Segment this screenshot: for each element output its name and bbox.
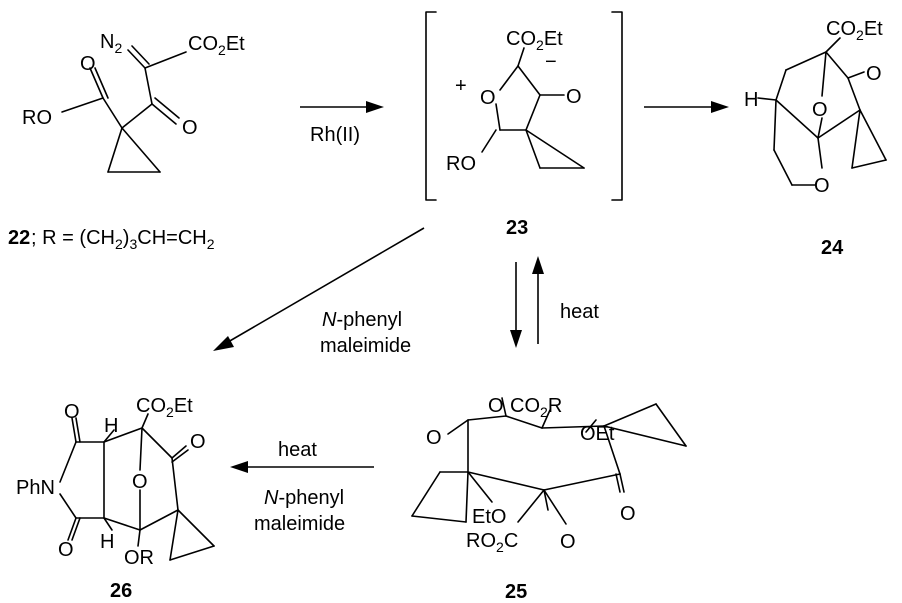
compound-22-o-label: O — [182, 117, 198, 139]
reagent-maleimide-upper: maleimide — [320, 335, 411, 357]
compound-23-ro-label: RO — [446, 153, 476, 175]
compound-24-bridge-o-label: O — [812, 99, 828, 121]
compound-26-phn-label: PhN — [16, 477, 55, 499]
compound-23-charge-plus: + — [455, 75, 467, 97]
reagent-n-phenyl-upper: N-phenyl — [322, 309, 402, 331]
equilibrium-arrows-23-25 — [510, 256, 544, 348]
compound-22-label: 22 — [8, 227, 30, 249]
reagent-heat-equilibrium: heat — [560, 301, 599, 323]
compound-24-co2et-label: CO2Et — [826, 18, 883, 43]
compound-26-imide-o-bottom-label: O — [58, 539, 74, 561]
compound-23-brackets — [425, 11, 623, 201]
reagent-n-phenyl-lower: N-phenyl — [264, 487, 344, 509]
compound-24-structure — [757, 37, 887, 186]
compound-25-co2r-label: CO2R — [510, 395, 562, 420]
compound-24-h-label: H — [744, 89, 758, 111]
reagent-heat-lower: heat — [278, 439, 317, 461]
compound-22-caption: ; R = (CH2)3CH=CH2 — [31, 227, 215, 252]
compound-22-ester-ro-label: RO — [22, 107, 52, 129]
arrow-22-to-23 — [300, 101, 384, 113]
compound-22-structure — [61, 45, 187, 173]
compound-23-ketone-o-label: O — [566, 86, 582, 108]
compound-26-structure — [59, 413, 215, 561]
compound-25-structure — [411, 397, 687, 525]
compound-26-ketone-o-label: O — [190, 431, 206, 453]
compound-25-ketone-o-right-label: O — [620, 503, 636, 525]
compound-25-bridge-o-bottom-label: O — [560, 531, 576, 553]
compound-26-h-top-label: H — [104, 415, 118, 437]
compound-26-co2et-label: CO2Et — [136, 395, 193, 420]
compound-25-ro2c-label: RO2C — [466, 530, 518, 555]
compound-25-eto-label: EtO — [472, 506, 506, 528]
compound-26-or-label: OR — [124, 547, 154, 569]
arrow-23-to-24 — [644, 101, 729, 113]
compound-25-bridge-o-top-label: O — [488, 395, 504, 417]
reagent-maleimide-lower: maleimide — [254, 513, 345, 535]
compound-26-label: 26 — [110, 580, 132, 602]
compound-24-ketone-o-label: O — [866, 63, 882, 85]
compound-26-h-bottom-label: H — [100, 531, 114, 553]
compound-24-ring-o-label: O — [814, 175, 830, 197]
compound-23-charge-minus: − — [545, 51, 557, 73]
compound-23-label: 23 — [506, 217, 528, 239]
compound-24-label: 24 — [821, 237, 844, 259]
compound-25-ketone-o-left-label: O — [426, 427, 442, 449]
arrow-25-to-26 — [230, 461, 374, 473]
compound-26-imide-o-top-label: O — [64, 401, 80, 423]
compound-22-ketone-o-label: O — [80, 53, 96, 75]
compound-23-structure — [481, 47, 585, 169]
compound-22-co2et-label: CO2Et — [188, 33, 245, 58]
compound-22-n2-label: N2 — [100, 31, 122, 56]
compound-26-bridge-o-label: O — [132, 471, 148, 493]
arrow-23-to-26 — [213, 227, 425, 351]
reagent-rh: Rh(II) — [310, 124, 360, 146]
compound-23-co2et-label: CO2Et — [506, 28, 563, 53]
compound-25-oet-label: OEt — [580, 423, 615, 445]
compound-25-label: 25 — [505, 581, 527, 603]
compound-23-ring-o-label: O — [480, 87, 496, 109]
